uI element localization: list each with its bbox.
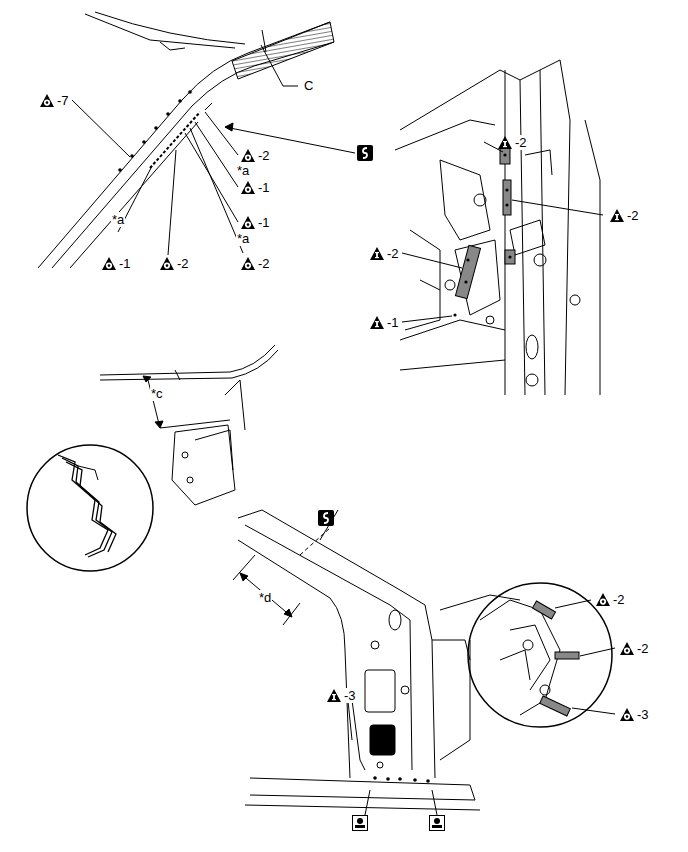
callout-label: *a [236, 163, 250, 178]
callout-label: *a [111, 212, 125, 227]
callout-label: -2 [612, 592, 626, 607]
callout-label: -2 [257, 256, 271, 271]
callout-label: *d [258, 590, 272, 605]
callout-label: -1 [386, 315, 400, 330]
callout-label: -2 [514, 135, 528, 150]
callout-label: *c [150, 386, 164, 401]
callout-label: -3 [636, 707, 650, 722]
callout-label: -1 [118, 256, 132, 271]
callout-label: -1 [257, 215, 271, 230]
callout-label: -3 [343, 688, 357, 703]
callout-label: -2 [386, 246, 400, 261]
callout-label: -2 [626, 208, 640, 223]
callout-label: C [303, 78, 314, 93]
callout-label: -2 [176, 256, 190, 271]
callout-label: -2 [257, 148, 271, 163]
callout-label: -7 [56, 93, 70, 108]
callout-label: -2 [636, 641, 650, 656]
callout-label: -1 [257, 180, 271, 195]
callout-label: *a [236, 231, 250, 246]
